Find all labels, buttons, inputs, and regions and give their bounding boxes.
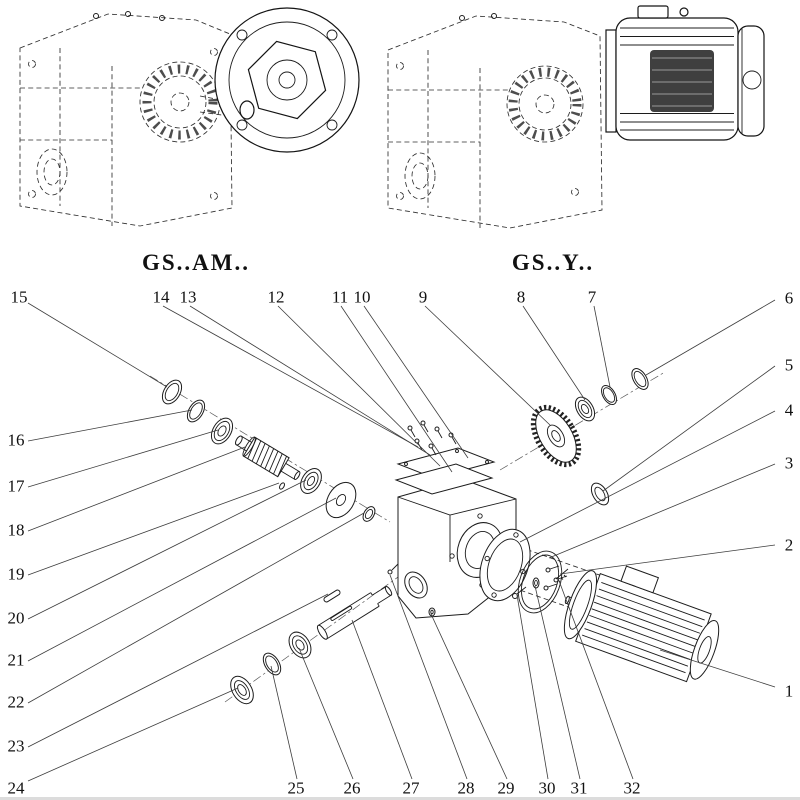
callout-19: 19: [7, 564, 25, 584]
callout-17: 17: [7, 476, 25, 496]
motor-top-view: [605, 5, 765, 141]
part-output-shaft: [316, 586, 393, 640]
page-edge-line: [0, 797, 800, 800]
part-bearing-output-side: [574, 396, 596, 422]
callout-5: 5: [784, 355, 794, 375]
callout-4: 4: [784, 400, 794, 420]
callout-22: 22: [7, 692, 25, 712]
callout-31: 31: [570, 778, 588, 798]
callout-12: 12: [267, 287, 285, 307]
callout-23: 23: [7, 736, 25, 756]
callout-7: 7: [587, 287, 597, 307]
callout-21: 21: [7, 650, 25, 670]
exploded-parts: [161, 368, 720, 705]
callout-2: 2: [784, 535, 794, 555]
view-gearbox-with-flange: [19, 7, 360, 227]
part-small-hardware: [387, 563, 569, 617]
callout-27: 27: [402, 778, 420, 798]
callout-24: 24: [7, 778, 25, 798]
view-gearbox-with-motor: [387, 5, 765, 229]
callout-6: 6: [784, 288, 794, 308]
leader-lines: [27, 299, 776, 782]
part-bearing-worm: [300, 468, 322, 494]
callout-25: 25: [287, 778, 305, 798]
part-snap-ring-input: [186, 399, 206, 423]
part-motor: [563, 565, 720, 683]
callout-20: 20: [7, 608, 25, 628]
callout-11: 11: [331, 287, 349, 307]
callout-13: 13: [179, 287, 197, 307]
part-cover-screws: [407, 420, 457, 456]
part-flange-bolts: [543, 565, 568, 591]
part-snap-ring-output: [262, 652, 282, 676]
part-bearing-output: [288, 631, 312, 659]
callout-9: 9: [418, 287, 428, 307]
part-worm-shaft: [235, 435, 301, 480]
callout-1: 1: [784, 681, 794, 701]
part-oval-cover: [479, 528, 531, 602]
part-bearing-input: [210, 417, 234, 445]
part-round-cover: [590, 482, 610, 506]
part-helical-gear: [530, 404, 582, 468]
part-gasket: [517, 550, 563, 614]
callout-32: 32: [623, 778, 641, 798]
part-cover-gasket: [394, 463, 494, 495]
callout-15: 15: [10, 287, 28, 307]
callout-16: 16: [7, 430, 25, 450]
part-small-ring: [362, 506, 376, 522]
callout-18: 18: [7, 520, 25, 540]
model-label-gs-y: GS..Y..: [511, 250, 595, 275]
callout-8: 8: [516, 287, 526, 307]
callout-3: 3: [784, 453, 794, 473]
part-oil-seal-output: [230, 675, 254, 705]
callout-26: 26: [343, 778, 361, 798]
model-label-gs-am: GS..AM..: [142, 250, 250, 275]
output-flange: [214, 7, 360, 153]
part-oil-seal-input: [161, 379, 183, 405]
part-pin: [279, 482, 285, 490]
callout-14: 14: [152, 287, 170, 307]
part-washer-disc: [325, 481, 357, 519]
callout-28: 28: [457, 778, 475, 798]
callout-30: 30: [538, 778, 556, 798]
callout-10: 10: [353, 287, 371, 307]
part-key: [323, 589, 341, 603]
part-snap-ring-gear: [601, 384, 617, 406]
callout-29: 29: [497, 778, 515, 798]
part-shim-ring: [631, 368, 649, 390]
